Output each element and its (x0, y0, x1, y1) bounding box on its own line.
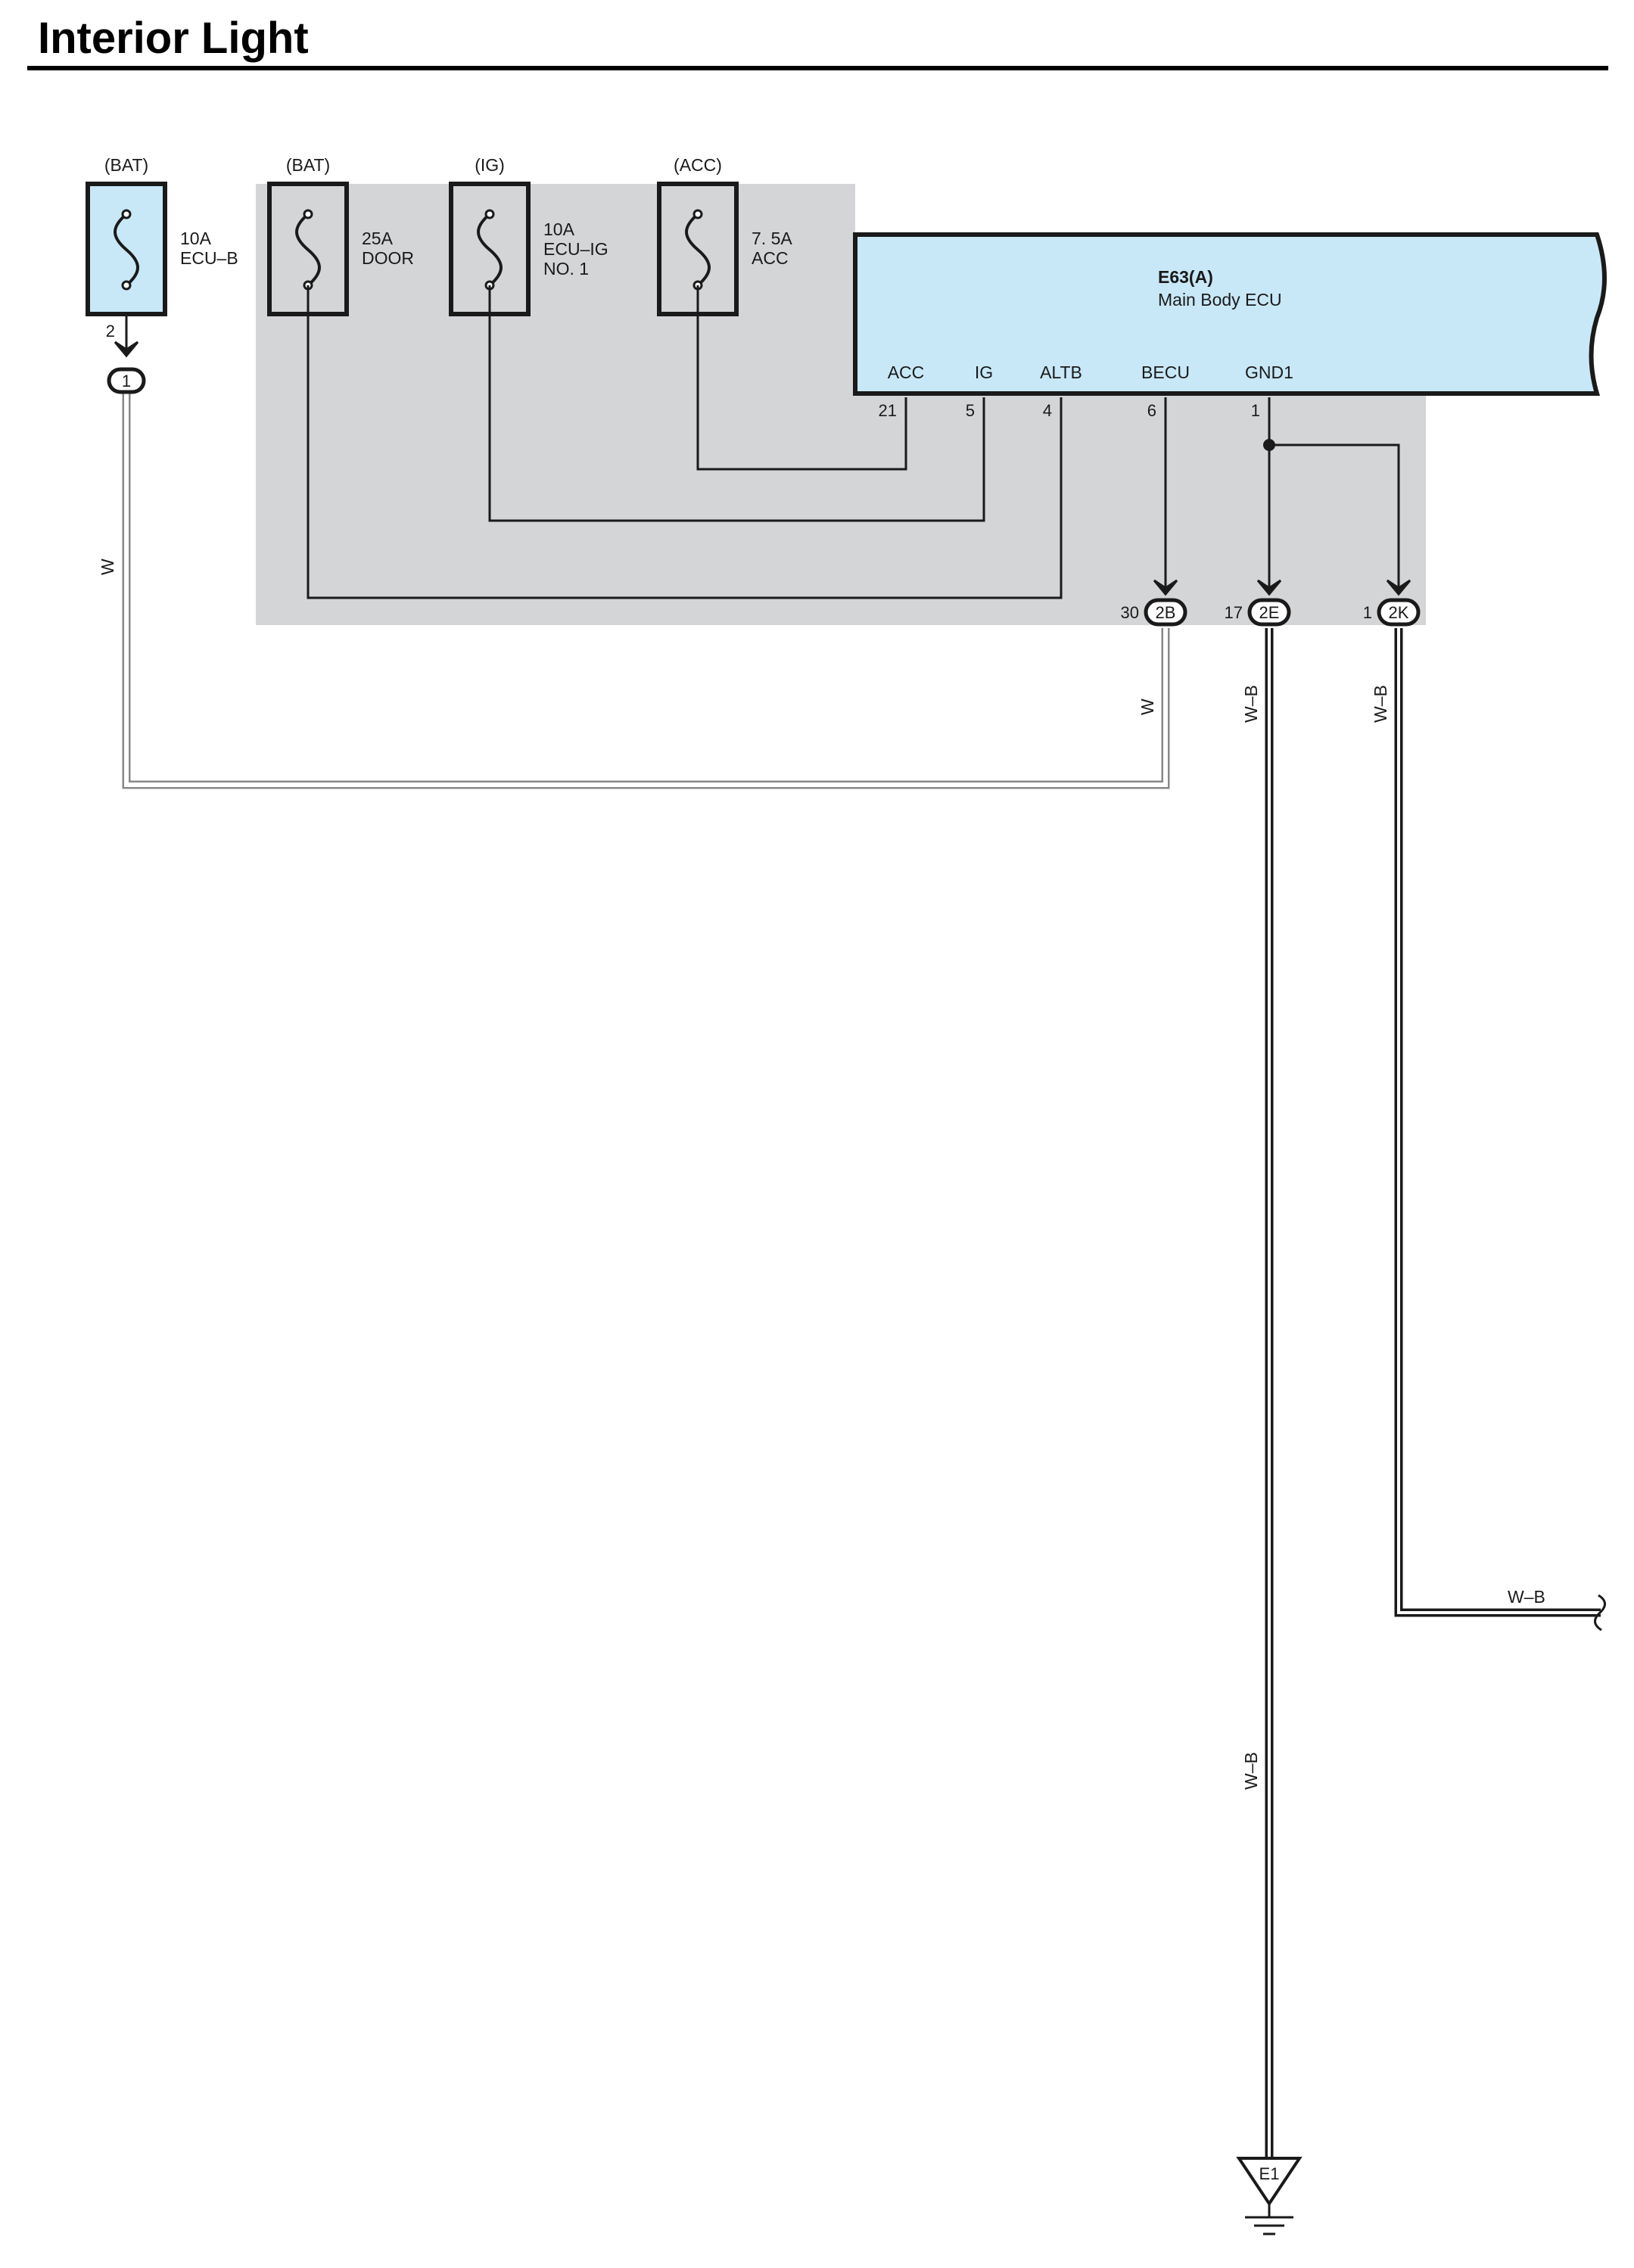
fuse-rating: 25A (362, 229, 394, 248)
page-title: Interior Light (38, 14, 309, 63)
wire-wb-2k-out (1394, 628, 1601, 1617)
fuse-name: ECU–IG (543, 239, 608, 259)
fuse-terminal-dot (121, 280, 132, 291)
ecu-terminal-altb: ALTB (1040, 362, 1082, 382)
fuse-out-pin: 2 (106, 322, 115, 341)
fuse-ecu-b: (BAT) 10A ECU–B (86, 155, 238, 316)
terminal-arrow-icon (114, 341, 139, 358)
terminal-arrow-icon (1153, 579, 1178, 596)
connector-2k (1377, 598, 1421, 627)
wire-acc (696, 285, 907, 471)
connector-2e-id: 2E (1259, 603, 1280, 622)
connector-1-label: 1 (122, 372, 131, 390)
ecu-pin-ig: 5 (966, 401, 975, 420)
junction-dot (1263, 439, 1275, 451)
fuse-name: ECU–B (180, 248, 238, 268)
wire-color-becu: W (1138, 698, 1157, 715)
fuse-terminal-dot (121, 209, 132, 219)
wire-color-right-out: W–B (1508, 1587, 1545, 1607)
ground-e1: E1 (1236, 2157, 1303, 2235)
connector-2e-pin: 17 (1225, 603, 1243, 622)
fuse-rating: 10A (543, 219, 575, 239)
fuse-icon (477, 213, 503, 287)
wire-altb (307, 285, 1063, 599)
fuse-icon (295, 213, 321, 287)
connector-2k-id: 2K (1389, 603, 1409, 622)
ecu-code: E63(A) (1158, 267, 1213, 287)
main-body-ecu-box (853, 232, 1607, 396)
connector-2b-id: 2B (1156, 603, 1176, 622)
connector-2b (1144, 598, 1187, 627)
ecu-terminal-acc: ACC (888, 362, 925, 382)
ecu-pin-becu: 6 (1147, 401, 1156, 420)
fuse-source: (BAT) (104, 155, 148, 175)
wire-w-ecu-b-to-2b-core (124, 394, 1168, 787)
connector-1 (107, 367, 146, 394)
wire-color-2e-lower: W–B (1241, 1752, 1261, 1790)
wire-continuation-icon (1594, 1594, 1606, 1632)
wire-gnd1-branch (1269, 443, 1400, 586)
ecu-pin-altb: 4 (1043, 401, 1052, 420)
fuse-source: (BAT) (286, 155, 330, 175)
connector-2e (1247, 598, 1291, 627)
terminal-arrow-icon (1256, 579, 1282, 596)
fuse-source: (IG) (475, 155, 505, 175)
fuse-rating: 7. 5A (752, 229, 792, 248)
fuse-terminal-dot (693, 209, 703, 219)
fuse-icon (685, 213, 711, 287)
wire-color-left: W (98, 558, 117, 575)
fuse-name: DOOR (362, 248, 414, 268)
wire-color-2k: W–B (1371, 685, 1390, 723)
connector-2b-pin: 30 (1121, 603, 1139, 622)
ecu-terminal-becu: BECU (1141, 362, 1190, 382)
fuse-terminal-dot (484, 209, 495, 219)
ecu-name: Main Body ECU (1158, 290, 1282, 310)
fuse-rating: 10A (180, 229, 212, 248)
fuse-icon (114, 213, 139, 287)
fuse-name-line2: NO. 1 (543, 259, 589, 278)
fuse-terminal-dot (303, 209, 313, 219)
wire-color-2e-upper: W–B (1241, 685, 1261, 723)
ground-point-icon (1236, 2157, 1303, 2207)
junction-block (256, 184, 1426, 625)
ecu-terminal-gnd1: GND1 (1245, 362, 1293, 382)
ground-label: E1 (1259, 2164, 1280, 2183)
ecu-terminal-ig: IG (975, 362, 993, 382)
connector-2k-pin: 1 (1363, 603, 1372, 622)
wire-wb-2k-out-core (1397, 628, 1601, 1614)
ecu-pin-gnd1: 1 (1251, 401, 1260, 420)
wire-ig (488, 285, 985, 522)
terminal-arrow-icon (1386, 579, 1411, 596)
fuse-source: (ACC) (674, 155, 722, 175)
fuse-name: ACC (752, 248, 789, 268)
ecu-pin-acc: 21 (879, 401, 897, 420)
